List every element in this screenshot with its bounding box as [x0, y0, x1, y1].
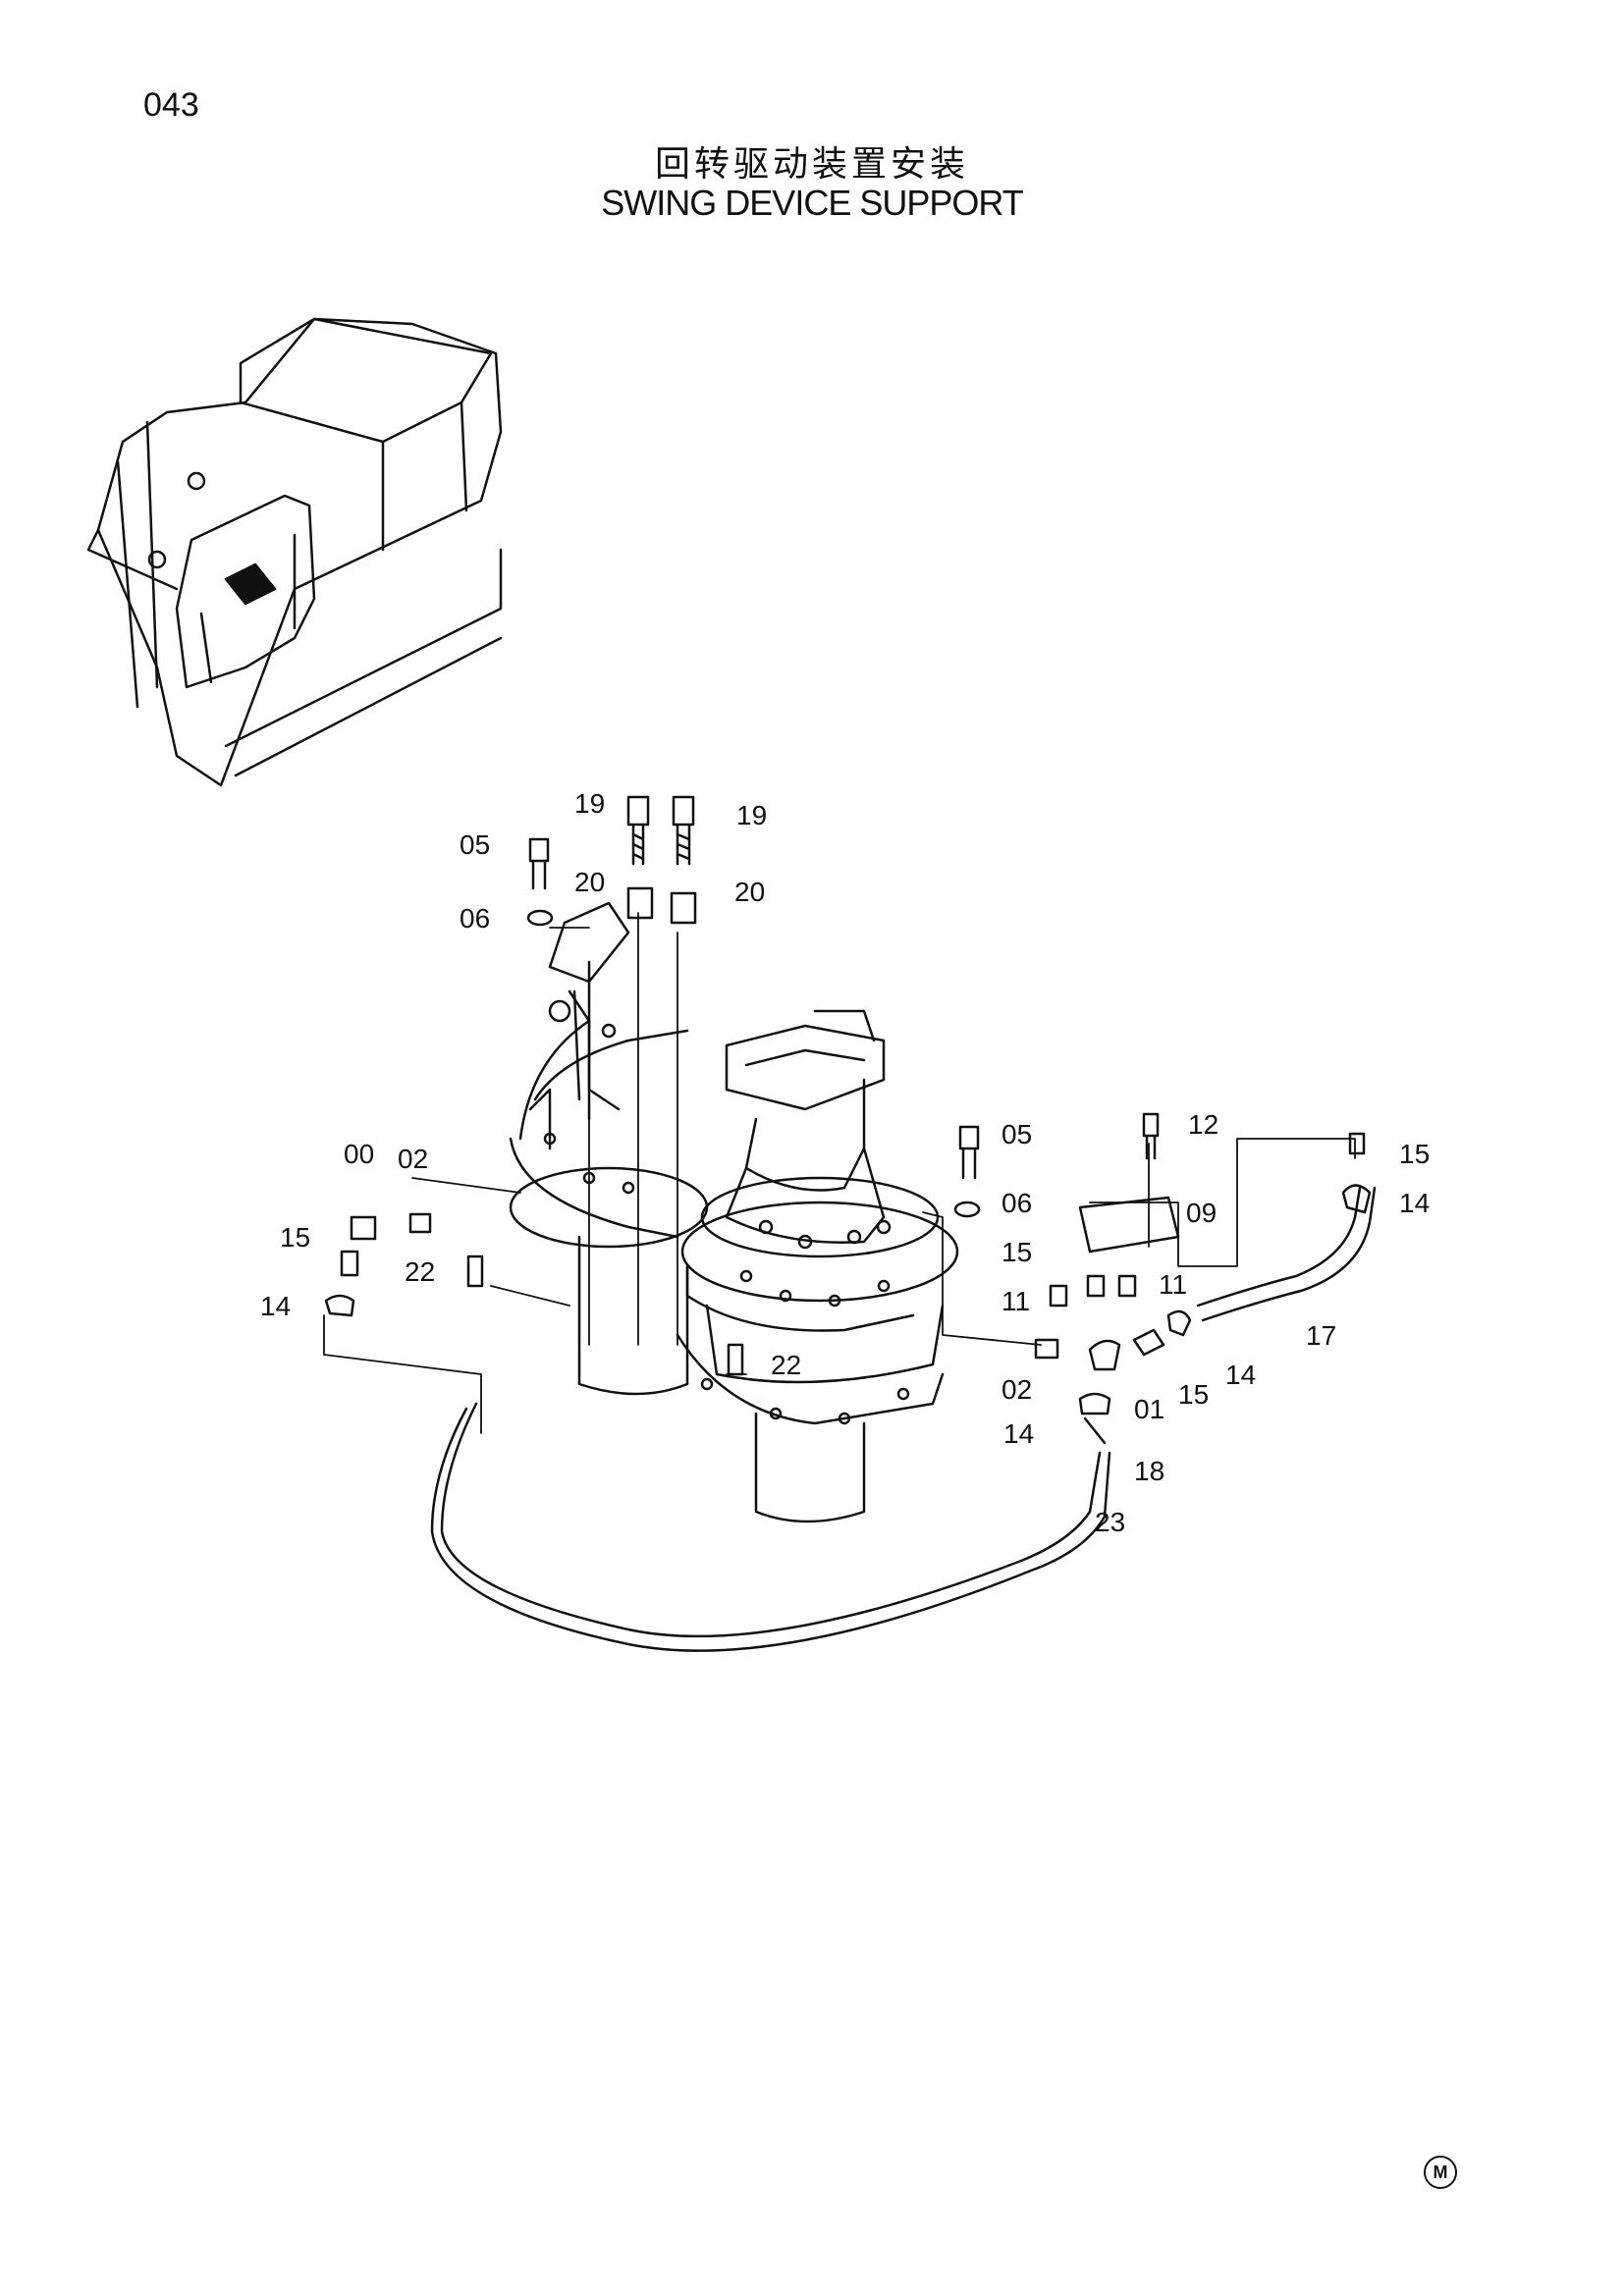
- callout-05-top: 05: [460, 829, 490, 860]
- callout-06-right: 06: [1001, 1188, 1032, 1218]
- callout-06-top: 06: [460, 903, 490, 934]
- callout-02-right: 02: [1001, 1374, 1032, 1405]
- callout-11-left: 11: [1001, 1286, 1030, 1316]
- callout-14-lower: 14: [1003, 1418, 1034, 1449]
- callout-01: 01: [1134, 1394, 1164, 1424]
- callout-23: 23: [1095, 1507, 1125, 1537]
- callout-15-mid: 15: [1001, 1237, 1032, 1267]
- callout-15-left: 15: [280, 1222, 310, 1253]
- page-number: 043: [143, 86, 199, 124]
- callout-09: 09: [1186, 1198, 1217, 1228]
- callout-19-left: 19: [574, 788, 605, 819]
- callout-14-mid-right: 14: [1225, 1360, 1256, 1390]
- callout-15-lower: 15: [1178, 1379, 1209, 1410]
- callout-22-right: 22: [771, 1350, 801, 1380]
- title-english: SWING DEVICE SUPPORT: [601, 183, 1023, 223]
- callout-22-left: 22: [405, 1256, 435, 1287]
- callout-labels: 19 19 05 20 20 06 05 06 12 15 14 00 02 0…: [260, 788, 1430, 1537]
- callout-20-left: 20: [574, 867, 605, 897]
- callout-14-top-right: 14: [1399, 1188, 1430, 1218]
- callout-05-right: 05: [1001, 1119, 1032, 1149]
- callout-19-right: 19: [736, 800, 767, 830]
- callout-14-left: 14: [260, 1291, 291, 1321]
- callout-18: 18: [1134, 1456, 1164, 1486]
- callout-20-right: 20: [734, 877, 765, 907]
- leader-lines: [323, 912, 1356, 1434]
- fittings: [324, 795, 1372, 1445]
- right-swing-motor: [676, 1009, 959, 1523]
- callout-00: 00: [344, 1139, 374, 1169]
- excavator-overview-illustration: [86, 317, 503, 787]
- title-chinese: 回转驱动装置安装: [654, 144, 969, 185]
- drain-hoses: [430, 1186, 1377, 1652]
- callout-17: 17: [1306, 1320, 1336, 1351]
- callout-02-left: 02: [398, 1144, 428, 1174]
- callout-11-right: 11: [1159, 1269, 1187, 1300]
- callout-12: 12: [1188, 1109, 1218, 1140]
- corner-mark-icon: M: [1424, 2156, 1457, 2189]
- callout-15-top-right: 15: [1399, 1139, 1430, 1169]
